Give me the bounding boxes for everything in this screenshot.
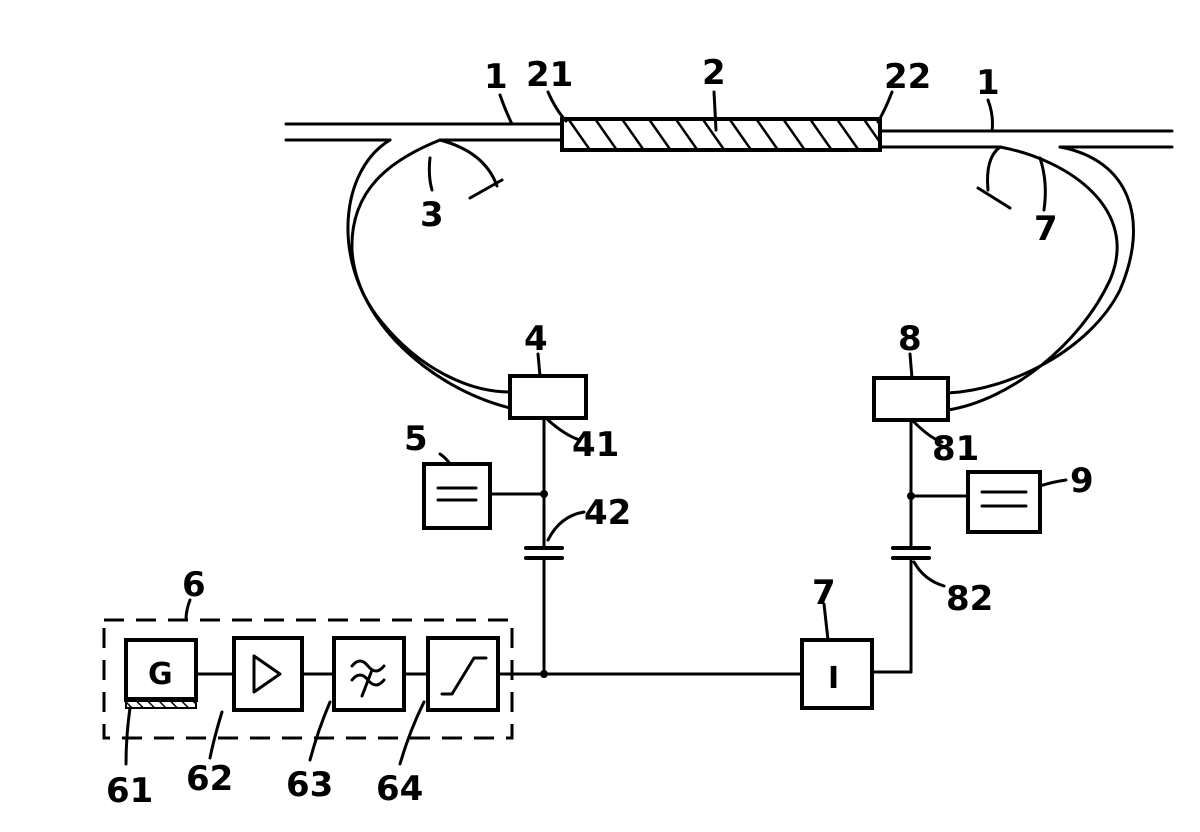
label-coupler-left: 3	[420, 195, 444, 235]
label-capacitor-right: 82	[946, 579, 993, 619]
label-rod-right-end: 22	[884, 57, 931, 97]
label-rod: 2	[702, 53, 726, 93]
fiber-right	[880, 131, 1172, 147]
hatched-rod	[562, 119, 880, 150]
label-fiber-left: 1	[484, 57, 508, 97]
coupler-left	[440, 140, 502, 198]
loop-right	[948, 147, 1134, 410]
label-coupler-right: 7	[1034, 209, 1058, 249]
label-limiter: 64	[376, 769, 423, 809]
fiber-left	[286, 124, 562, 140]
label-bias-right: 9	[1070, 461, 1094, 501]
label-fiber-right: 1	[976, 63, 1000, 103]
label-transducer-left-wire: 41	[572, 425, 619, 465]
label-transducer-left: 4	[524, 319, 548, 359]
wire-left	[490, 418, 562, 678]
label-transducer-right-wire: 81	[932, 429, 979, 469]
label-transducer-right: 8	[898, 319, 922, 359]
label-amplifier: 62	[186, 759, 233, 799]
amplifier-block	[234, 638, 302, 710]
label-bias-left: 5	[404, 419, 428, 459]
label-integrator-ref: 7	[812, 573, 836, 613]
generator-text: G	[148, 657, 173, 692]
label-driver-group: 6	[182, 565, 206, 605]
filter-block	[334, 638, 404, 710]
limiter-block	[428, 638, 498, 710]
bias-source-right	[968, 472, 1040, 532]
label-generator: 61	[106, 771, 153, 811]
coupler-right	[978, 147, 1010, 208]
label-filter: 63	[286, 765, 333, 805]
integrator-text: I	[828, 661, 839, 696]
transducer-left-box	[510, 376, 586, 418]
transducer-right-box	[874, 378, 948, 420]
bias-source-left	[424, 464, 490, 528]
label-rod-left-end: 21	[526, 55, 573, 95]
label-capacitor-left: 42	[584, 493, 631, 533]
